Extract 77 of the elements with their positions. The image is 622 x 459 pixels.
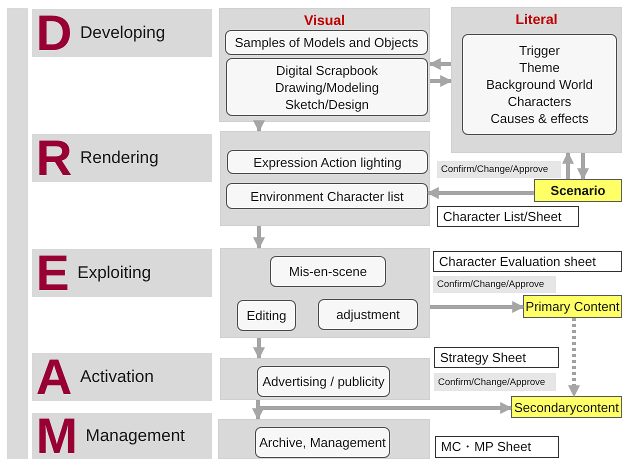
panel-title: Literal (514, 11, 558, 27)
arrow (430, 75, 452, 87)
arrow (430, 301, 524, 313)
box-text: Primary Content (526, 299, 620, 314)
box-text: Scenario (550, 183, 606, 198)
rounded-box (257, 366, 390, 397)
stage-band (32, 353, 212, 401)
arrow (562, 152, 574, 179)
panel-background (220, 131, 430, 226)
panel-background (220, 248, 430, 338)
box-text: Expression Action lighting (253, 154, 402, 170)
box-text: Samples of Models and Objects (234, 35, 418, 50)
panel-background (220, 358, 430, 400)
box-text: Trigger (519, 42, 560, 59)
sheet-box (434, 347, 559, 368)
box-text: Causes & effects (490, 110, 589, 127)
box-text: Digital Scrapbook (276, 62, 378, 78)
stage-name: Management (86, 426, 185, 446)
stage-band (32, 9, 212, 57)
rounded-box (270, 256, 386, 287)
box-text: Characters (508, 93, 572, 110)
stage-name: Activation (80, 367, 154, 387)
note-label: Confirm/Change/Approve (434, 373, 556, 391)
box-text: Sketch/Design (285, 96, 369, 112)
arrow (577, 153, 589, 180)
box-text: Secondarycontent (514, 400, 619, 414)
stage-letter: E (36, 248, 70, 298)
panel-title: Visual (303, 12, 346, 28)
rounded-box (225, 30, 428, 55)
box-text: Archive, Management (259, 435, 386, 450)
highlight-box (511, 396, 622, 418)
rounded-box (318, 299, 418, 330)
arrow (253, 338, 265, 360)
sheet-box (433, 251, 622, 272)
box-text: Drawing/Modeling (274, 78, 380, 96)
stage-band (32, 134, 212, 182)
sheet-box (437, 206, 579, 227)
box-text: adjustment (336, 307, 400, 322)
arrow (428, 58, 451, 70)
rounded-box (226, 58, 428, 116)
stage-letter: A (36, 352, 72, 402)
stage-letter: M (36, 411, 78, 459)
box-text: MC・MP Sheet (441, 438, 532, 456)
rounded-box (462, 34, 617, 135)
stage-letter: D (36, 8, 72, 58)
stage-letter: R (36, 133, 72, 183)
panel-background (451, 7, 622, 153)
box-text: Environment Character list (250, 188, 404, 204)
rounded-box (226, 183, 428, 209)
panel-background (219, 8, 430, 122)
highlight-box (523, 295, 622, 318)
stage-name: Rendering (80, 148, 159, 168)
arrow (253, 226, 265, 250)
stage-band (32, 413, 212, 459)
side-bar (7, 8, 28, 459)
stage-name: Developing (80, 23, 166, 43)
box-text: Advertising / publicity (262, 374, 385, 389)
arrow (253, 120, 265, 132)
dashed-arrow (568, 318, 580, 398)
note-label: Confirm/Change/Approve (437, 161, 561, 178)
box-text: Background World (486, 76, 593, 93)
note-label: Confirm/Change/Approve (433, 276, 556, 293)
panel-background (218, 419, 430, 459)
stage-name: Exploiting (77, 263, 152, 283)
box-text: Character Evaluation sheet (439, 254, 596, 269)
sheet-box (435, 436, 559, 458)
highlight-box (534, 179, 622, 202)
rounded-box (237, 300, 296, 331)
box-text: Mis-en-scene (288, 264, 368, 279)
stage-band (32, 249, 212, 297)
rounded-box (227, 150, 428, 174)
box-text: Editing (246, 308, 286, 323)
box-text: Theme (519, 59, 560, 76)
rounded-box (255, 427, 390, 458)
arrow (426, 187, 534, 199)
box-text: Character List/Sheet (443, 209, 562, 224)
box-text: Strategy Sheet (440, 350, 526, 365)
